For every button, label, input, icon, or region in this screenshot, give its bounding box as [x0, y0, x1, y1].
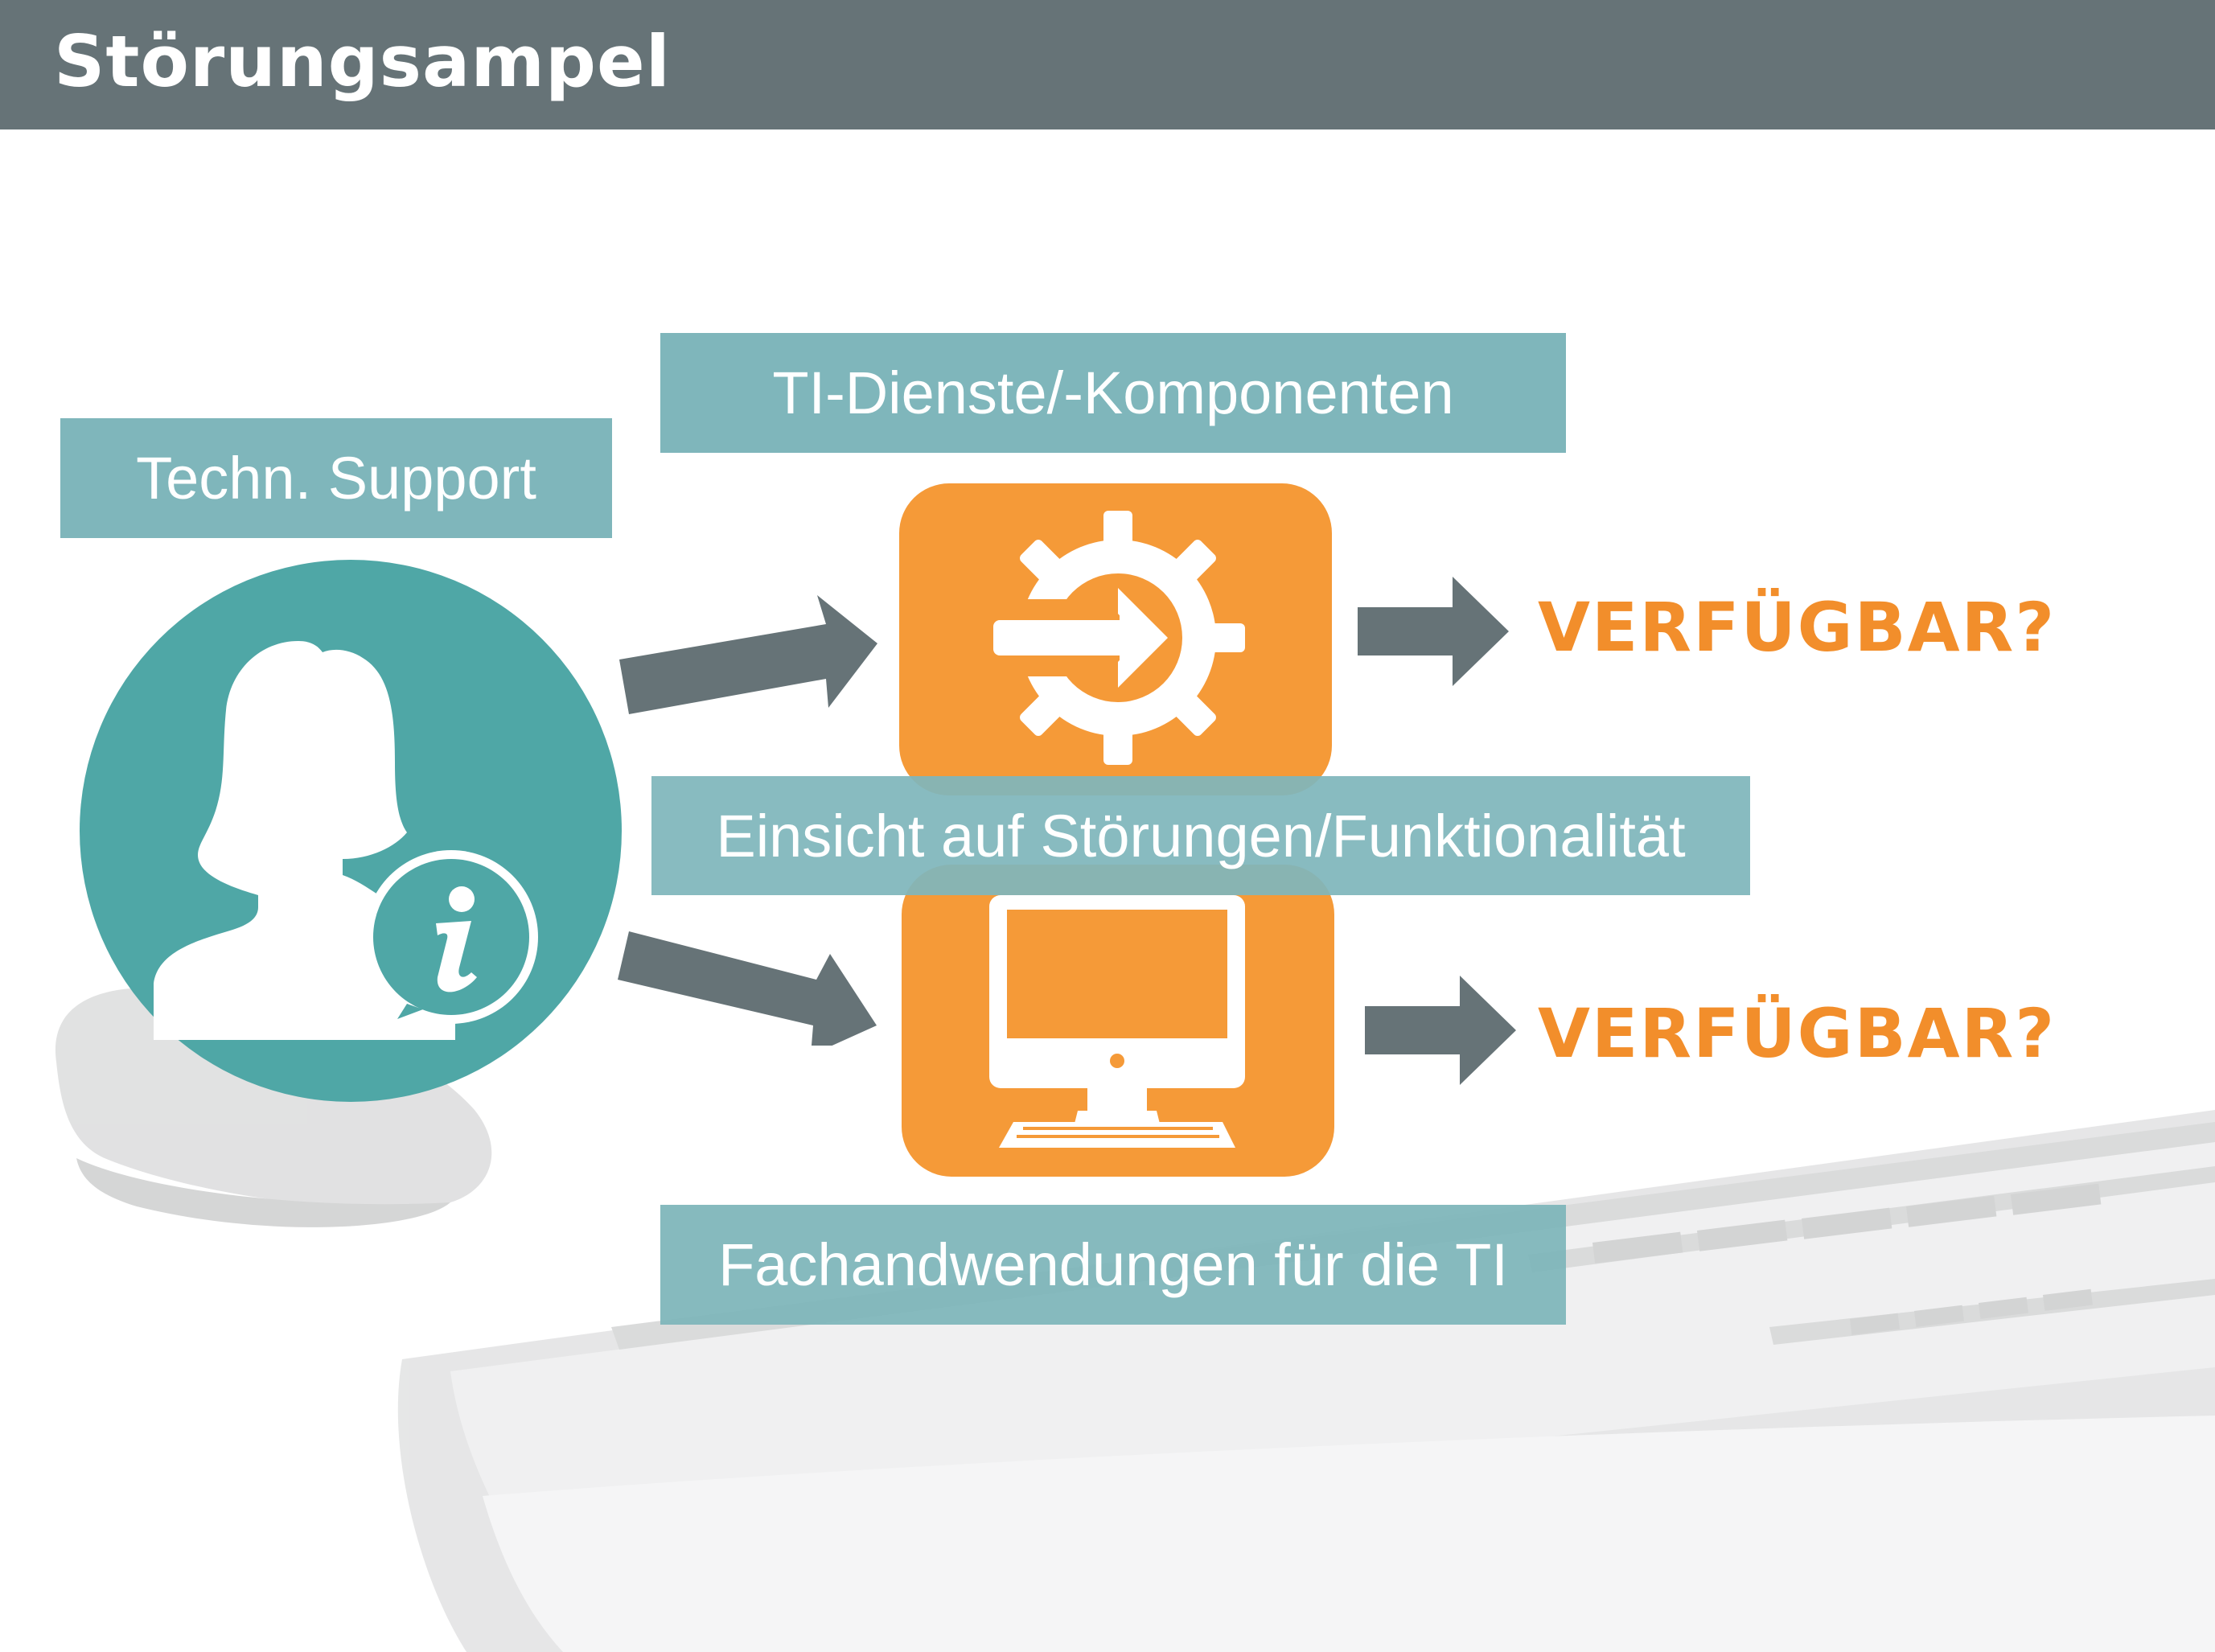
support-circle: [80, 560, 622, 1102]
status-question-bottom: VERFÜGBAR?: [1538, 994, 2057, 1073]
title-bar: Störungsampel: [0, 0, 2215, 129]
applications-label: Fachandwendungen für die TI: [718, 1231, 1508, 1298]
arrow-to-services: [619, 595, 877, 714]
gear-with-arrow-icon: [989, 511, 1245, 765]
services-label: TI-Dienste/-Komponenten: [772, 360, 1454, 426]
page-title: Störungsampel: [54, 20, 671, 103]
support-label: Techn. Support: [136, 445, 536, 512]
status-question-top: VERFÜGBAR?: [1538, 588, 2057, 667]
arrow-to-status-top: [1358, 577, 1509, 686]
insight-label-box: Einsicht auf Störungen/Funktionalität: [651, 776, 1750, 895]
info-speech-bubble-icon: [364, 850, 538, 1024]
applications-label-box: Fachandwendungen für die TI: [660, 1205, 1566, 1325]
arrow-to-applications: [618, 931, 877, 1046]
services-label-box: TI-Dienste/-Komponenten: [660, 333, 1566, 453]
insight-label: Einsicht auf Störungen/Funktionalität: [716, 802, 1686, 869]
support-label-box: Techn. Support: [60, 418, 612, 538]
connector-arrows: [618, 595, 877, 1046]
desktop-computer-icon: [989, 895, 1245, 1148]
arrow-to-status-bottom: [1365, 976, 1516, 1085]
